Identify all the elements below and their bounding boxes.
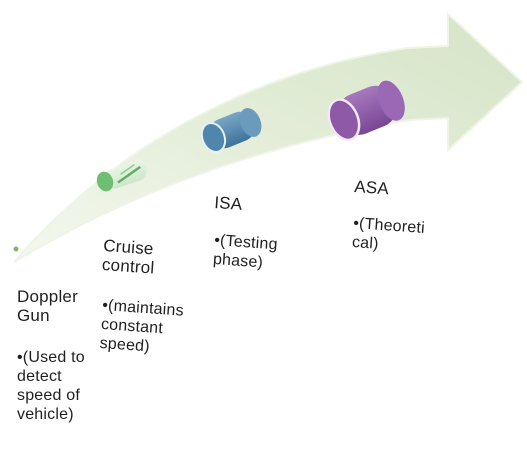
start-dot-icon xyxy=(13,246,19,252)
stage-title-doppler-gun: Doppler Gun xyxy=(17,287,78,325)
cylinder-green-icon xyxy=(96,161,147,192)
stage-title-asa: ASA xyxy=(353,177,390,199)
stage-bullet-isa: •(Testing phase) xyxy=(212,231,279,272)
cylinder-blue-icon xyxy=(200,108,262,153)
arrow-shape xyxy=(13,11,524,263)
stage-bullet-doppler-gun: •(Used to detect speed of vehicle) xyxy=(17,349,85,423)
stage-title-isa: ISA xyxy=(213,193,243,214)
stage-bullet-asa: •(Theoreti cal) xyxy=(351,214,426,253)
cylinder-purple-icon xyxy=(327,80,405,142)
stage-bullet-cruise-control: •(maintains constant speed) xyxy=(99,296,185,356)
stage-title-cruise-control: Cruise control xyxy=(101,236,155,278)
